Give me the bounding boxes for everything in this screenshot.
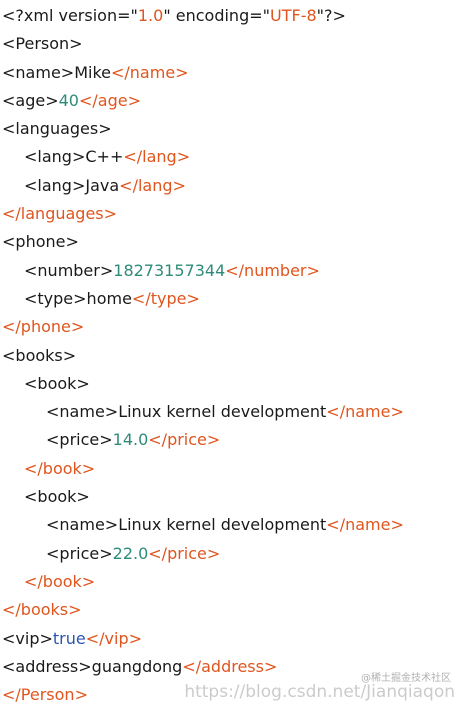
code-token: <books> xyxy=(2,345,77,365)
code-line: <languages> xyxy=(2,115,461,143)
code-token: </name> xyxy=(326,402,404,422)
code-token: </phone> xyxy=(2,317,85,337)
code-token: <name>Linux kernel development xyxy=(46,402,327,422)
code-token: <phone> xyxy=(2,232,79,252)
code-token: 40 xyxy=(58,90,79,110)
code-line: <number>18273157344</number> xyxy=(2,257,461,285)
code-token: 22.0 xyxy=(112,543,149,563)
code-token: 18273157344 xyxy=(113,260,226,280)
code-token: <price> xyxy=(46,543,113,563)
code-line: <address>guangdong</address> xyxy=(2,653,461,681)
code-line: <book> xyxy=(2,483,461,511)
code-line: </book> xyxy=(2,568,461,596)
code-line: <lang>Java</lang> xyxy=(2,172,461,200)
code-token: <name>Linux kernel development xyxy=(46,515,327,535)
code-token: </type> xyxy=(131,288,200,308)
code-line: <books> xyxy=(2,342,461,370)
code-token: <?xml version=" xyxy=(2,6,138,25)
code-token: UTF-8 xyxy=(270,6,317,25)
code-line: <Person> xyxy=(2,30,461,58)
code-token: <number> xyxy=(24,260,114,280)
code-line: <name>Linux kernel development</name> xyxy=(2,511,461,539)
code-token: </number> xyxy=(225,260,320,280)
code-token: "?> xyxy=(316,6,346,25)
code-line: <book> xyxy=(2,370,461,398)
code-line: </books> xyxy=(2,596,461,624)
code-token: 1.0 xyxy=(137,6,164,25)
code-token: </book> xyxy=(24,571,96,591)
code-line: <age>40</age> xyxy=(2,87,461,115)
code-token: </price> xyxy=(148,543,221,563)
csdn-watermark: https://blog.csdn.net/Jianqiaqon xyxy=(184,682,455,702)
code-line: <name>Mike</name> xyxy=(2,59,461,87)
code-line: </phone> xyxy=(2,313,461,341)
code-token: true xyxy=(52,628,86,648)
code-token: <address>guangdong xyxy=(2,656,183,676)
code-line: <vip>true</vip> xyxy=(2,625,461,653)
juejin-badge: @稀土掘金技术社区 xyxy=(361,673,451,684)
code-token: <vip> xyxy=(2,628,53,648)
code-line: <type>home</type> xyxy=(2,285,461,313)
code-token: " encoding=" xyxy=(163,6,270,25)
code-token: 14.0 xyxy=(112,430,149,450)
code-token: <lang>C++ xyxy=(24,147,124,167)
code-token: <lang>Java xyxy=(24,175,120,195)
code-token: <age> xyxy=(2,90,59,110)
code-line: <name>Linux kernel development</name> xyxy=(2,398,461,426)
code-line: </book> xyxy=(2,455,461,483)
code-token: </languages> xyxy=(2,204,118,224)
code-token: </age> xyxy=(78,90,141,110)
code-token: </lang> xyxy=(123,147,191,167)
code-token: </price> xyxy=(148,430,221,450)
code-line: </Person> xyxy=(2,681,461,709)
code-token: </vip> xyxy=(85,628,143,648)
code-token: </name> xyxy=(110,62,189,82)
code-token: <book> xyxy=(24,373,90,393)
code-token: </lang> xyxy=(119,175,186,195)
code-token: <book> xyxy=(24,487,90,507)
code-token: </name> xyxy=(326,515,404,535)
code-line: <price>14.0</price> xyxy=(2,426,461,454)
code-token: </books> xyxy=(2,600,82,620)
code-token: <price> xyxy=(46,430,113,450)
code-line: <price>22.0</price> xyxy=(2,540,461,568)
code-token: <Person> xyxy=(2,34,83,54)
code-token: <name>Mike xyxy=(2,62,111,82)
code-line: <?xml version="1.0" encoding="UTF-8"?> xyxy=(2,2,461,30)
code-token: <type>home xyxy=(24,288,132,308)
code-token: <languages> xyxy=(2,119,112,139)
code-token: </address> xyxy=(182,656,278,676)
code-line: <phone> xyxy=(2,228,461,256)
code-line: </languages> xyxy=(2,200,461,228)
code-token: </Person> xyxy=(2,685,88,705)
code-token: </book> xyxy=(24,458,96,478)
code-line: <lang>C++</lang> xyxy=(2,143,461,171)
